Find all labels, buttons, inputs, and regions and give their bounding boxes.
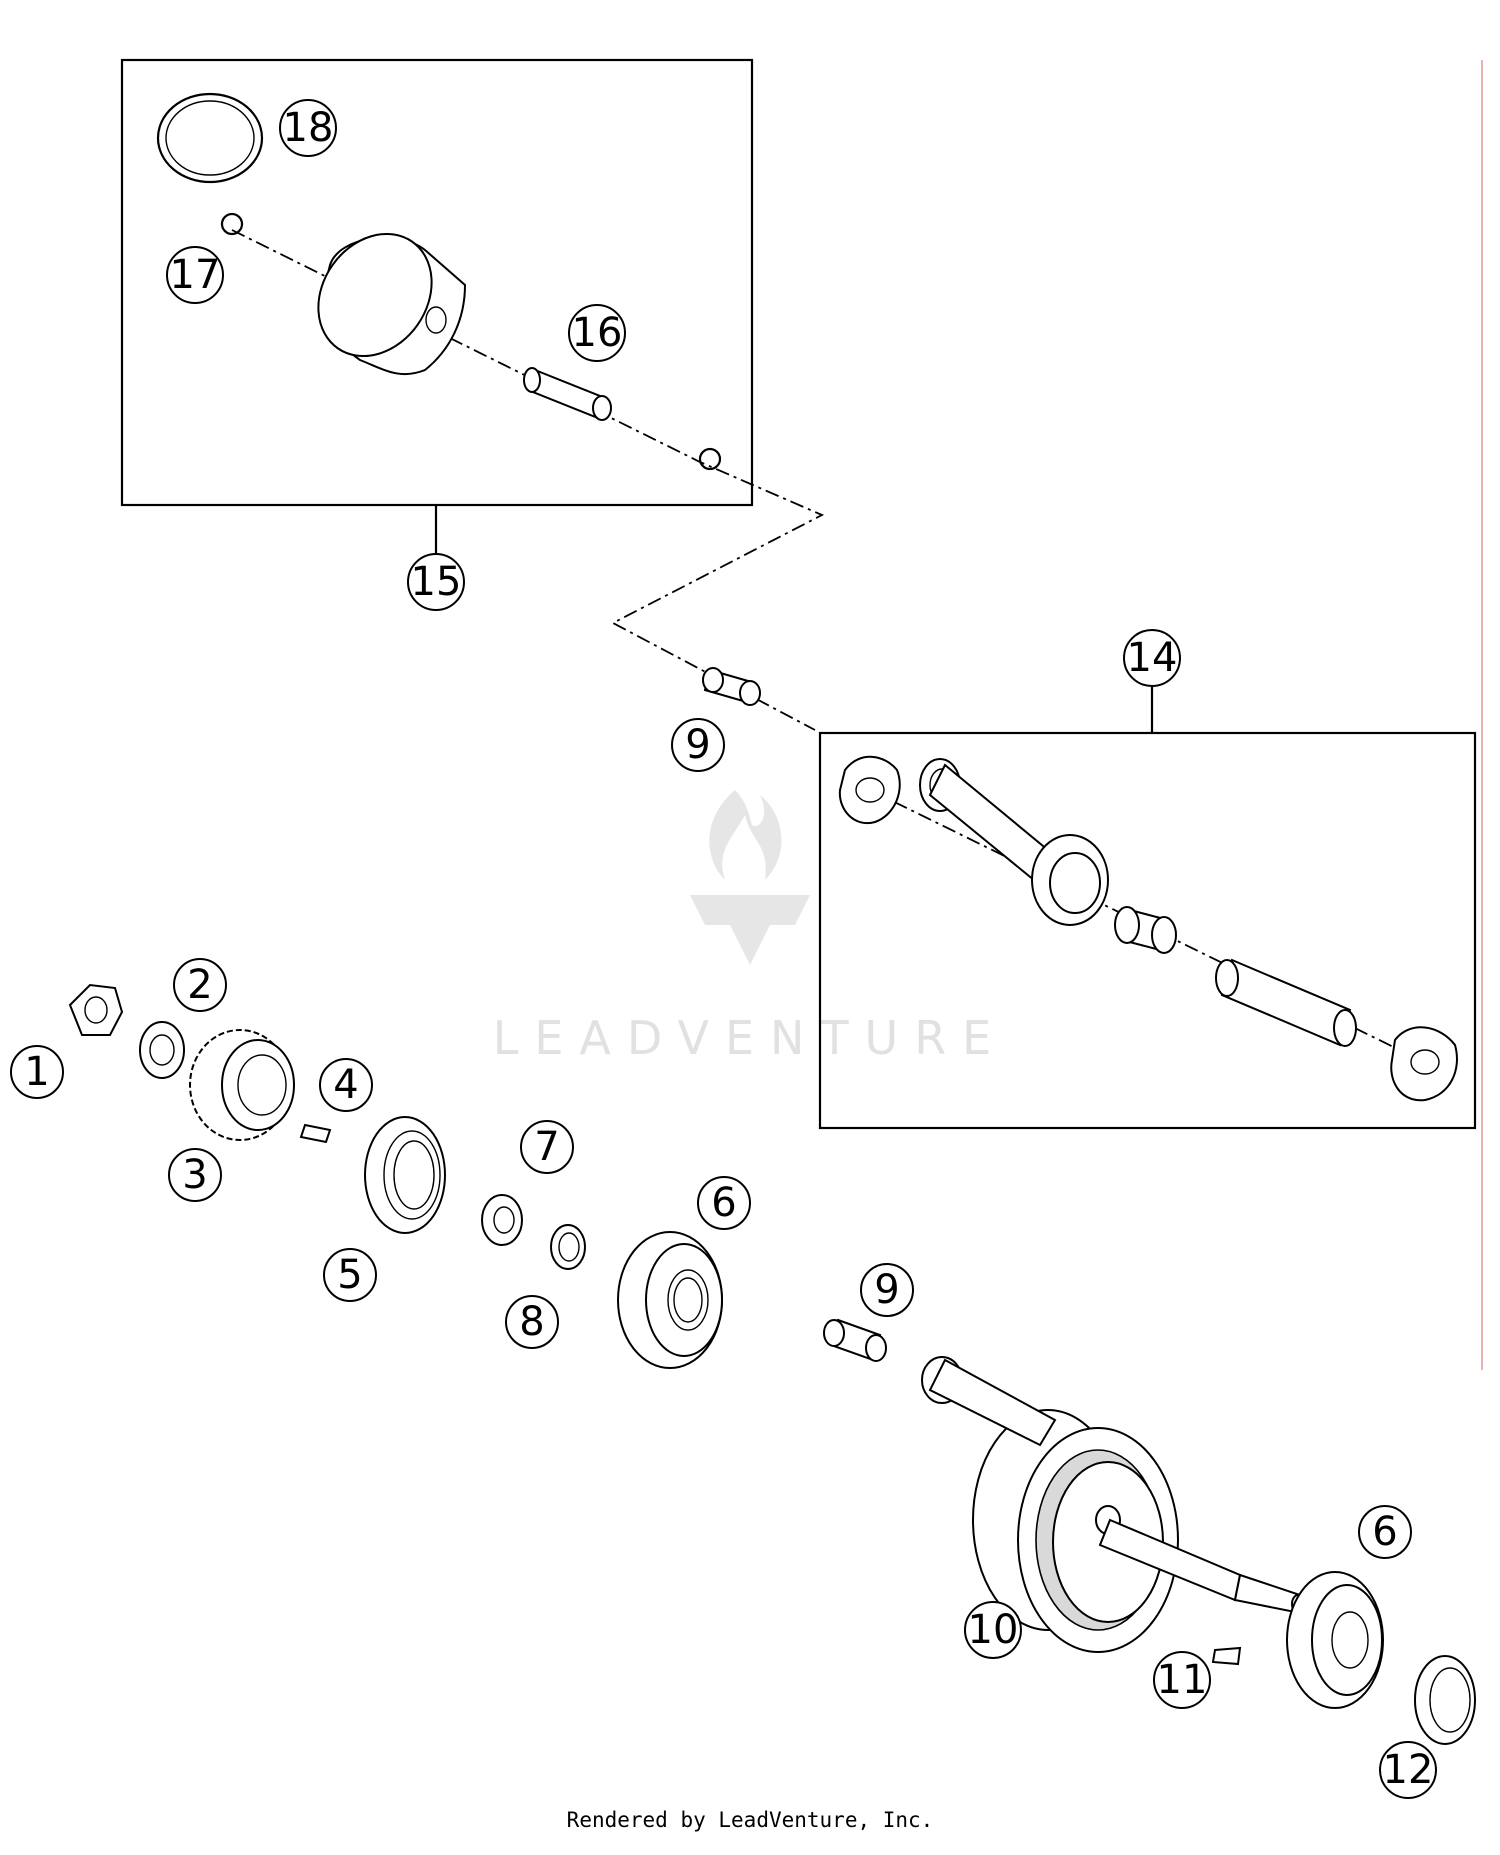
piston-pin (523, 367, 612, 421)
callout-17-label: 17 (170, 252, 221, 298)
callout-18-label: 18 (283, 105, 334, 151)
needle-bearing-bottom (823, 1318, 887, 1362)
washer-2 (139, 1021, 185, 1079)
footer-credit: Rendered by LeadVenture, Inc. (566, 1808, 934, 1832)
woodruff-key-4 (299, 1123, 332, 1144)
callout-8: 8 (505, 1295, 559, 1349)
callout-1: 1 (10, 1045, 64, 1099)
callout-17: 17 (166, 246, 224, 304)
needle-bearing-top (702, 667, 761, 706)
callout-6-left-label: 6 (711, 1180, 736, 1226)
callout-8-label: 8 (519, 1299, 544, 1345)
primary-gear (189, 1029, 295, 1141)
watermark-text: LEADVENTURE (493, 1011, 1008, 1065)
hex-nut (68, 983, 124, 1036)
callout-4-label: 4 (333, 1062, 358, 1108)
crank-pin (1215, 958, 1357, 1047)
callout-2: 2 (173, 958, 227, 1012)
woodruff-key-11 (1211, 1646, 1242, 1666)
callout-1-label: 1 (24, 1049, 49, 1095)
callout-3: 3 (168, 1148, 222, 1202)
callout-15: 15 (407, 553, 465, 611)
callout-10-label: 10 (968, 1607, 1019, 1653)
connecting-rod (919, 758, 1109, 926)
callout-7-label: 7 (534, 1124, 559, 1170)
callout-9-bottom: 9 (860, 1263, 914, 1317)
callout-12: 12 (1379, 1741, 1437, 1799)
circlip-right (698, 447, 722, 471)
piston (317, 232, 467, 376)
callout-14: 14 (1123, 629, 1181, 687)
callout-12-label: 12 (1383, 1747, 1434, 1793)
callout-16: 16 (568, 304, 626, 362)
callout-6-left: 6 (697, 1176, 751, 1230)
shaft-seal-5 (364, 1116, 446, 1234)
shaft-seal-12 (1414, 1655, 1476, 1745)
callout-10: 10 (964, 1601, 1022, 1659)
callout-16-label: 16 (572, 310, 623, 356)
callout-11: 11 (1153, 1651, 1211, 1709)
callout-7: 7 (520, 1120, 574, 1174)
ball-bearing-left (617, 1231, 723, 1369)
centerline-piston (231, 229, 825, 731)
big-end-bearing (1114, 906, 1177, 954)
circlip-left (220, 212, 244, 236)
callout-9-top-label: 9 (685, 722, 710, 768)
callout-6-right: 6 (1358, 1505, 1412, 1559)
crankshaft-assembly (921, 1356, 1305, 1653)
callout-9-bottom-label: 9 (874, 1267, 899, 1313)
callout-5-label: 5 (337, 1252, 362, 1298)
callout-11-label: 11 (1157, 1657, 1208, 1703)
ball-bearing-right (1286, 1571, 1384, 1709)
callout-18: 18 (279, 99, 337, 157)
watermark-logo-icon (690, 790, 810, 965)
callout-5: 5 (323, 1248, 377, 1302)
washer-7 (481, 1194, 523, 1246)
callout-4: 4 (319, 1058, 373, 1112)
piston-ring (156, 92, 264, 184)
thrust-washer-top (838, 755, 901, 825)
callout-9-top: 9 (671, 718, 725, 772)
conrod-kit-box (818, 731, 1477, 1130)
callout-6-right-label: 6 (1372, 1509, 1397, 1555)
callout-15-label: 15 (411, 559, 462, 605)
thrust-washer-bottom (1390, 1026, 1458, 1102)
callout-14-label: 14 (1127, 635, 1178, 681)
shim-8 (550, 1224, 586, 1270)
callout-2-label: 2 (187, 962, 212, 1008)
callout-3-label: 3 (182, 1152, 207, 1198)
